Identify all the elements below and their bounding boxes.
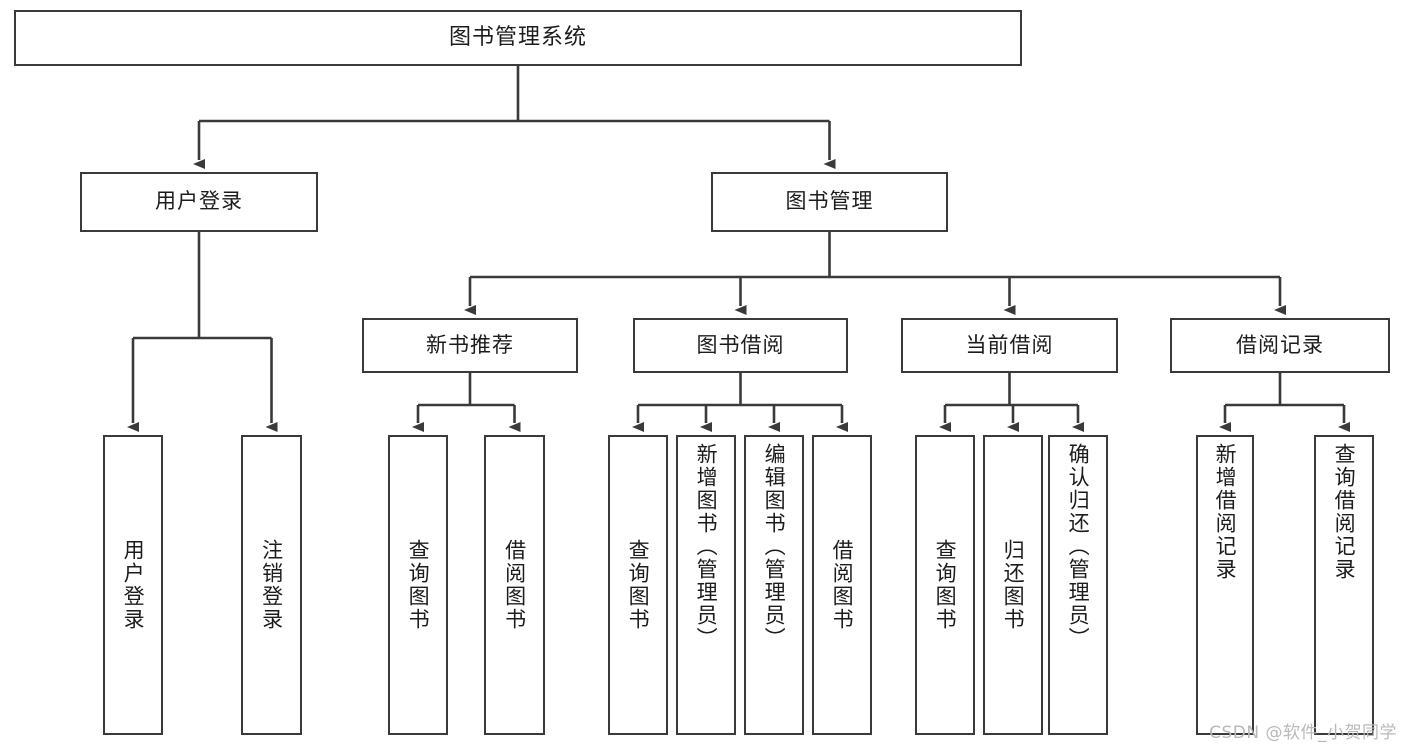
node-leaf-query-book-1[interactable]: 查询图书 — [388, 435, 448, 735]
node-label: 查询图书 — [933, 539, 958, 631]
node-leaf-return-book[interactable]: 归还图书 — [983, 435, 1043, 735]
node-label: 图书管理 — [785, 189, 874, 214]
node-book-borrow[interactable]: 图书借阅 — [633, 318, 848, 373]
node-leaf-borrow-book-1[interactable]: 借阅图书 — [484, 435, 545, 735]
node-leaf-confirm-return[interactable]: 确认归还（管理员） — [1048, 435, 1108, 735]
node-book-manage[interactable]: 图书管理 — [711, 172, 948, 232]
node-label: 注销登录 — [259, 539, 284, 631]
node-borrow-record[interactable]: 借阅记录 — [1170, 318, 1390, 373]
node-leaf-logout[interactable]: 注销登录 — [241, 435, 302, 735]
node-leaf-query-book-2[interactable]: 查询图书 — [608, 435, 668, 735]
node-label: 查询图书 — [626, 539, 651, 631]
node-label: 图书借阅 — [696, 332, 785, 357]
node-leaf-query-book-3[interactable]: 查询图书 — [915, 435, 975, 735]
node-label: 归还图书 — [1001, 539, 1026, 631]
node-label: 借阅记录 — [1236, 332, 1324, 357]
node-leaf-user-login[interactable]: 用户登录 — [103, 435, 163, 735]
node-label: 借阅图书 — [502, 539, 527, 631]
node-label: 新增图书（管理员） — [694, 443, 719, 650]
node-label: 图书管理系统 — [448, 24, 587, 50]
node-user-login[interactable]: 用户登录 — [80, 172, 318, 232]
node-new-book-recommend[interactable]: 新书推荐 — [362, 318, 578, 373]
node-label: 借阅图书 — [830, 539, 855, 631]
node-label: 确认归还（管理员） — [1066, 443, 1091, 650]
node-label: 新增借阅记录 — [1213, 443, 1238, 581]
node-label: 新书推荐 — [426, 332, 514, 357]
node-label: 用户登录 — [121, 539, 146, 631]
csdn-watermark: CSDN @软件_小贺同学 — [1209, 723, 1397, 743]
node-leaf-borrow-book-2[interactable]: 借阅图书 — [812, 435, 872, 735]
node-root-system[interactable]: 图书管理系统 — [14, 10, 1022, 66]
node-label: 查询图书 — [406, 539, 431, 631]
node-current-borrow[interactable]: 当前借阅 — [901, 318, 1118, 373]
node-label: 当前借阅 — [965, 332, 1054, 357]
node-leaf-add-book[interactable]: 新增图书（管理员） — [676, 435, 736, 735]
node-label: 用户登录 — [155, 189, 243, 214]
node-leaf-query-record[interactable]: 查询借阅记录 — [1314, 435, 1374, 735]
node-label: 查询借阅记录 — [1332, 443, 1357, 581]
node-label: 编辑图书（管理员） — [762, 443, 787, 650]
node-leaf-add-record[interactable]: 新增借阅记录 — [1196, 435, 1254, 735]
node-leaf-edit-book[interactable]: 编辑图书（管理员） — [744, 435, 804, 735]
